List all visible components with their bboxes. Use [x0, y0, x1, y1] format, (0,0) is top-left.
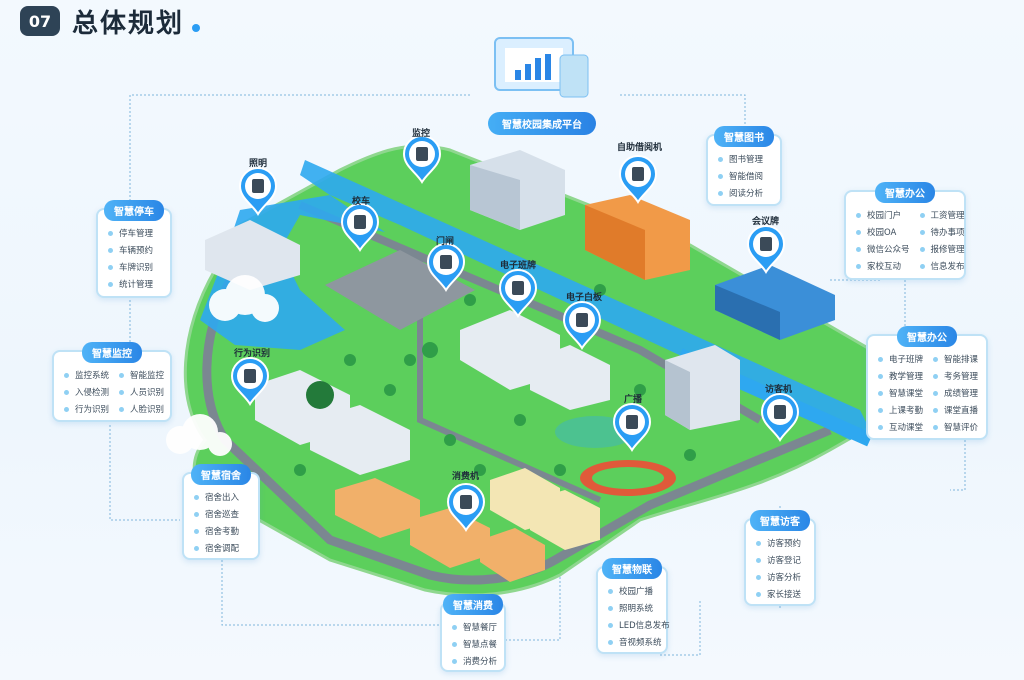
pin-label-lighting: 照明 [249, 159, 268, 169]
pin-label-gate: 门闸 [436, 237, 455, 247]
box-smart-office-teaching: 智慧办公 电子班牌 智能排课 教学管理 考务管理 智慧课堂 成绩管理 上课考勤 … [866, 326, 988, 440]
pin-label-visitor-machine: 访客机 [765, 385, 793, 395]
box-title: 智慧图书 [714, 126, 774, 147]
box-title: 智慧停车 [104, 200, 164, 221]
pin-label-broadcast: 广播 [624, 395, 643, 405]
list-item: 车辆预约 [108, 243, 160, 260]
list-item: 图书管理 [718, 152, 770, 169]
location-pin-lighting [238, 167, 278, 216]
box-title: 智慧办公 [897, 326, 957, 347]
pin-label-class-board: 电子班牌 [500, 261, 537, 271]
location-pin-kiosk [618, 155, 658, 204]
list-item: 校园OA [856, 225, 910, 242]
list-item: 智慧点餐 [452, 637, 497, 654]
box-smart-visitor: 智慧访客 访客预约 访客登记 访客分析 家长接送 [744, 510, 816, 606]
location-pin-broadcast [612, 403, 652, 452]
list-item: 工资管理 [920, 208, 965, 225]
list-item: 智能借阅 [718, 169, 770, 186]
list-item: 待办事项 [920, 225, 965, 242]
list-item: 智能排课 [933, 352, 978, 369]
list-item: LED信息发布 [608, 618, 670, 635]
box-title: 智慧访客 [750, 510, 810, 531]
list-item: 阅读分析 [718, 186, 770, 203]
pin-label-pos: 消费机 [452, 472, 480, 482]
box-smart-library: 智慧图书 图书管理 智能借阅 阅读分析 [706, 126, 782, 206]
page-title: 总体规划 [72, 8, 185, 39]
pin-label-behavior: 行为识别 [234, 349, 271, 359]
list-item: 互动课堂 [878, 420, 923, 437]
box-title: 智慧监控 [82, 342, 142, 363]
list-item: 访客登记 [756, 553, 804, 570]
list-item: 家长接送 [756, 587, 804, 604]
list-item: 校园门户 [856, 208, 910, 225]
box-title: 智慧办公 [875, 182, 935, 203]
list-item: 人脸识别 [119, 402, 164, 419]
box-title: 智慧消费 [443, 594, 503, 615]
section-header: 07 总体规划 [20, 4, 201, 39]
box-smart-consume: 智慧消费 智慧餐厅 智慧点餐 消费分析 [440, 594, 506, 672]
list-item: 监控系统 [64, 368, 109, 385]
list-item: 统计管理 [108, 277, 160, 294]
box-smart-monitoring: 智慧监控 监控系统 智能监控 入侵检测 人员识别 行为识别 人脸识别 [52, 342, 172, 422]
list-item: 课堂直播 [933, 403, 978, 420]
box-smart-office: 智慧办公 校园门户 工资管理 校园OA 待办事项 微信公众号 报修管理 家校互动… [844, 182, 966, 280]
list-item: 人员识别 [119, 385, 164, 402]
list-item: 宿舍巡查 [194, 507, 248, 524]
list-item: 校园广播 [608, 584, 656, 601]
list-item: 消费分析 [452, 654, 497, 671]
location-pin-monitor [402, 135, 442, 184]
title-dot [192, 24, 201, 32]
box-smart-iot: 智慧物联 校园广播 照明系统 LED信息发布 音视频系统 [596, 558, 670, 654]
list-item: 智慧餐厅 [452, 620, 497, 637]
list-item: 音视频系统 [608, 635, 662, 652]
list-item: 微信公众号 [856, 242, 910, 259]
section-number: 07 [20, 6, 60, 36]
location-pin-gate [426, 243, 466, 292]
list-item: 访客预约 [756, 536, 804, 553]
buildings [205, 150, 835, 582]
list-item: 入侵检测 [64, 385, 109, 402]
list-item: 电子班牌 [878, 352, 923, 369]
location-pin-class-board [498, 269, 538, 318]
list-item: 成绩管理 [933, 386, 978, 403]
list-item: 宿舍调配 [194, 541, 248, 558]
box-smart-parking: 智慧停车 停车管理 车辆预约 车牌识别 统计管理 [96, 200, 172, 298]
box-smart-dorm: 智慧宿舍 宿舍出入 宿舍巡查 宿舍考勤 宿舍调配 [182, 464, 260, 560]
pin-label-whiteboard: 电子白板 [566, 293, 603, 303]
integration-platform-label: 智慧校园集成平台 [488, 112, 596, 135]
list-item: 信息发布 [920, 259, 965, 276]
trees [294, 284, 696, 476]
list-item: 宿舍考勤 [194, 524, 248, 541]
location-pin-whiteboard [562, 301, 602, 350]
list-item: 车牌识别 [108, 260, 160, 277]
list-item: 照明系统 [608, 601, 656, 618]
list-item: 停车管理 [108, 226, 160, 243]
list-item: 智慧课堂 [878, 386, 923, 403]
list-item: 考务管理 [933, 369, 978, 386]
list-item: 报修管理 [920, 242, 965, 259]
location-pin-pos [446, 483, 486, 532]
platform-monitor-icon [494, 37, 589, 98]
box-title: 智慧物联 [602, 558, 662, 579]
location-pin-meeting-board [746, 225, 786, 274]
list-item: 访客分析 [756, 570, 804, 587]
pin-label-kiosk: 自助借阅机 [617, 143, 663, 153]
list-item: 宿舍出入 [194, 490, 248, 507]
pin-label-monitor: 监控 [412, 129, 431, 139]
location-pin-bus [340, 203, 380, 252]
location-pin-visitor-machine [760, 393, 800, 442]
list-item: 智能监控 [119, 368, 164, 385]
pin-label-meeting-board: 会议牌 [752, 217, 780, 227]
list-item: 家校互动 [856, 259, 910, 276]
pin-label-bus: 校车 [352, 197, 371, 207]
list-item: 智慧评价 [933, 420, 978, 437]
list-item: 教学管理 [878, 369, 923, 386]
clouds [166, 275, 279, 456]
list-item: 上课考勤 [878, 403, 923, 420]
box-title: 智慧宿舍 [191, 464, 251, 485]
list-item: 行为识别 [64, 402, 109, 419]
location-pin-behavior [230, 357, 270, 406]
